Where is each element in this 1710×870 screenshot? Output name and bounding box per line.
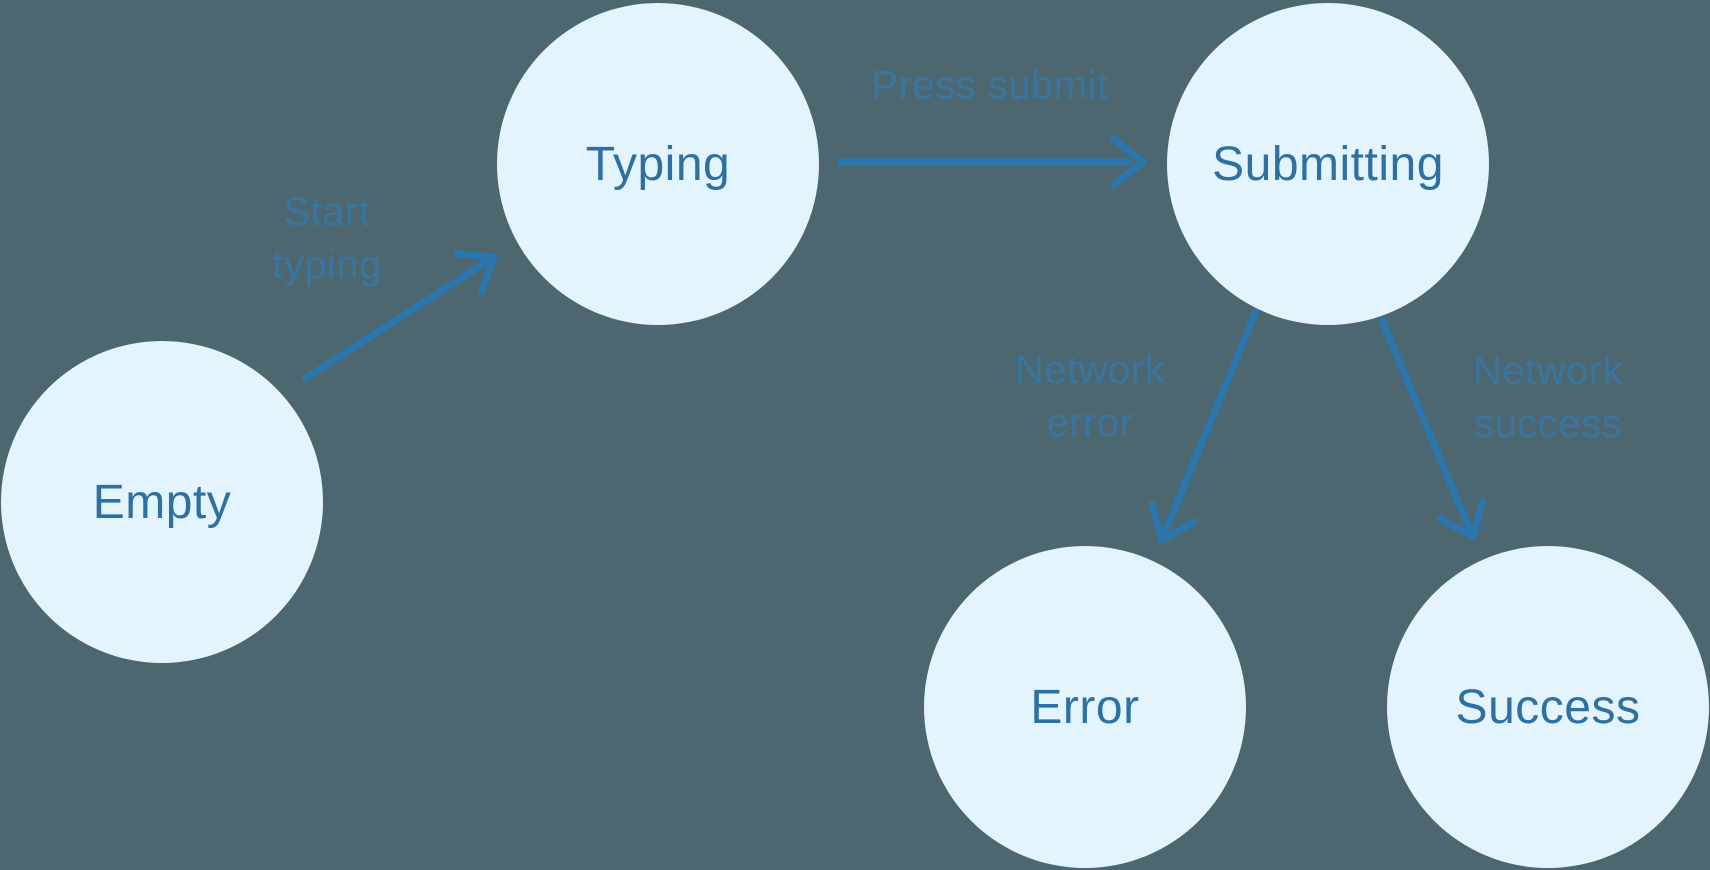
transition-label-press-submit: Press submit (871, 60, 1108, 113)
transition-label-network-success: Network success (1473, 345, 1623, 451)
transition-arrow-start-typing (301, 258, 490, 383)
transition-arrow-network-success (1377, 316, 1474, 532)
state-node-typing: Typing (497, 3, 819, 325)
state-node-success: Success (1387, 546, 1709, 868)
state-node-error: Error (924, 546, 1246, 868)
transition-label-network-error: Network error (1015, 344, 1165, 450)
state-node-label-error: Error (1030, 680, 1140, 734)
state-node-label-success: Success (1455, 680, 1641, 734)
arrowhead-network-error (1148, 500, 1198, 544)
transition-label-line: typing (272, 243, 382, 287)
arrowhead-start-typing (453, 250, 498, 296)
transition-label-line: Network (1014, 348, 1166, 392)
transition-label-start-typing: Start typing (272, 186, 382, 292)
state-node-label-submitting: Submitting (1212, 137, 1444, 191)
transition-label-line: error (1046, 401, 1134, 445)
transition-label-line: Start (283, 190, 371, 234)
transition-label-line: Network (1472, 349, 1624, 393)
state-node-label-empty: Empty (92, 475, 232, 529)
state-node-empty: Empty (1, 341, 323, 663)
arrowhead-network-success (1437, 497, 1487, 541)
transition-label-line: success (1473, 402, 1622, 446)
state-node-label-typing: Typing (585, 137, 731, 191)
transition-label-line: Press submit (871, 63, 1109, 108)
arrowhead-press-submit (1110, 135, 1147, 189)
transition-arrow-network-error (1161, 300, 1264, 534)
state-node-submitting: Submitting (1167, 3, 1489, 325)
